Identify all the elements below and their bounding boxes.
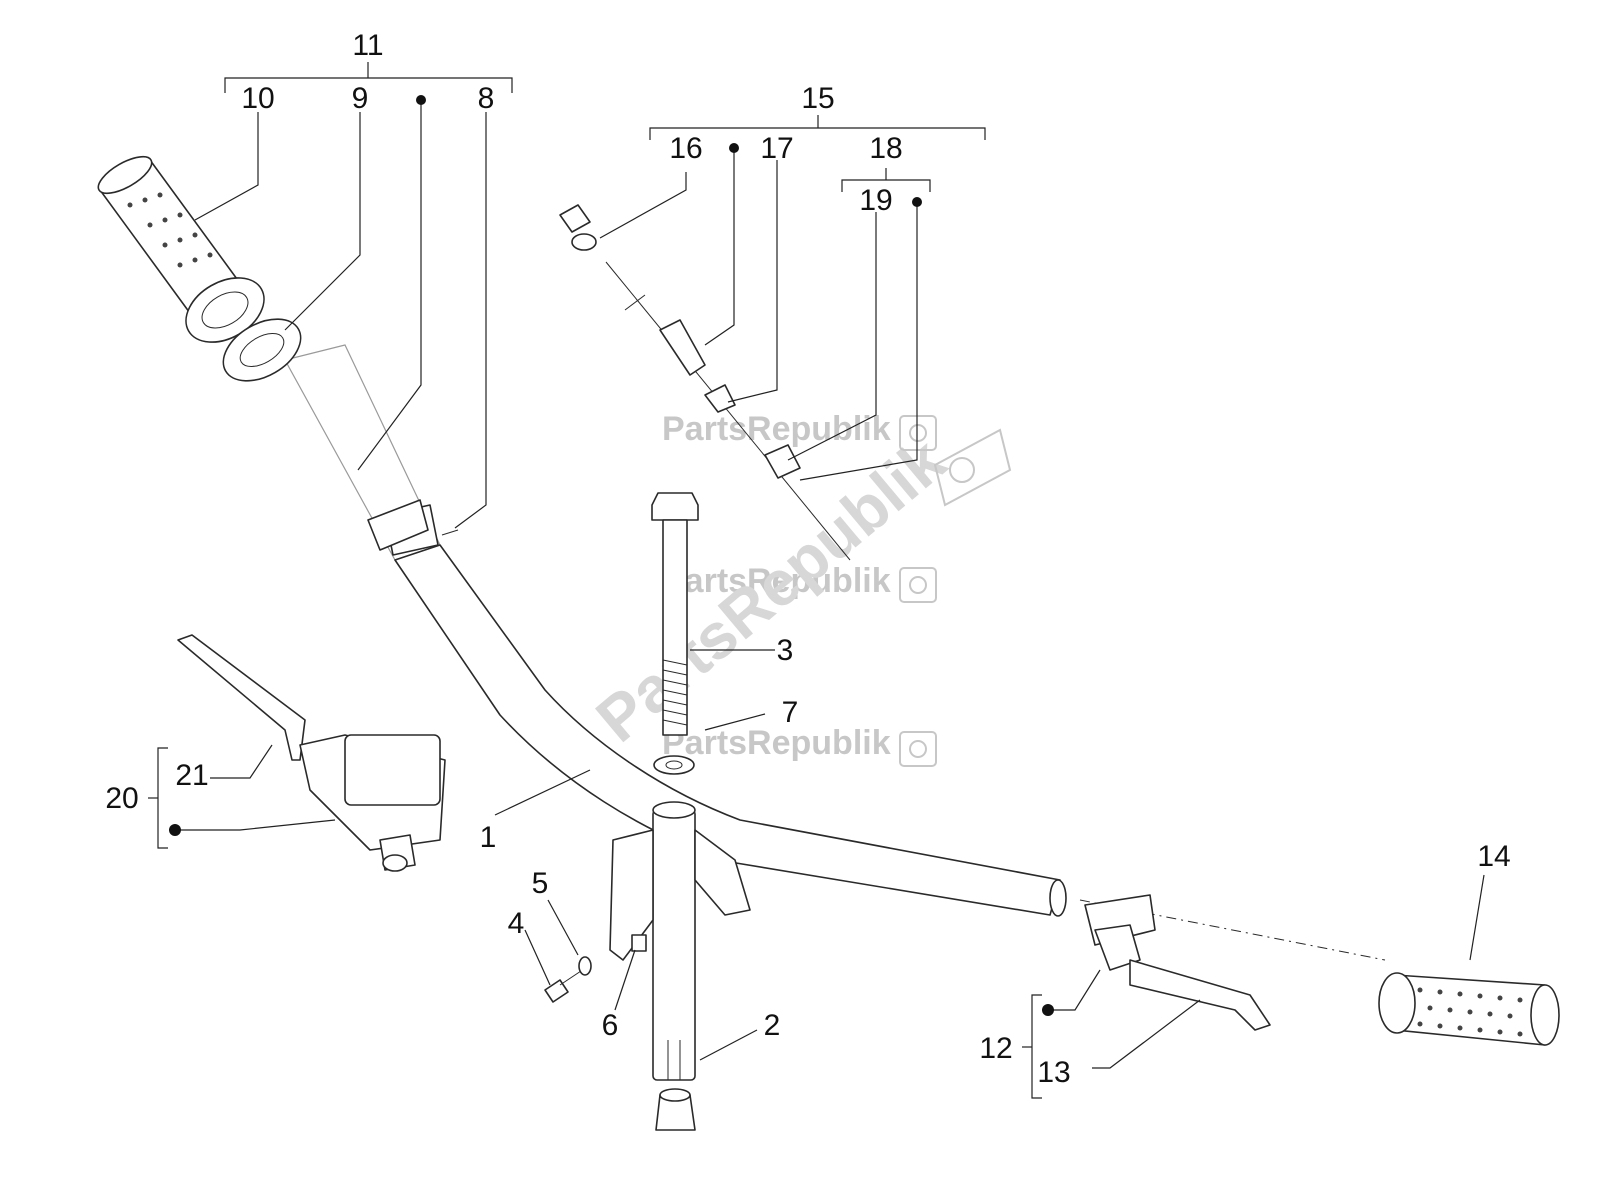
part-labels: 11 10 9 8 15 16 17 18 19 3 7 1 21 20 5 4… <box>105 29 1510 1089</box>
label-16: 16 <box>669 132 702 165</box>
watermark-middle: PartsRepublik <box>662 562 891 600</box>
leader-lines <box>175 100 1485 1069</box>
label-4: 4 <box>508 907 525 940</box>
label-14: 14 <box>1477 840 1510 873</box>
label-20: 20 <box>105 782 138 815</box>
label-7: 7 <box>782 696 799 729</box>
label-15: 15 <box>801 82 834 115</box>
group-brackets <box>148 62 1042 1099</box>
bolt <box>651 492 699 736</box>
watermark-top: PartsRepublik <box>662 410 891 448</box>
end-cap <box>655 1088 696 1131</box>
label-3: 3 <box>777 634 794 667</box>
right-grip <box>1378 972 1560 1046</box>
label-11: 11 <box>352 29 383 62</box>
throttle-housing <box>367 499 429 551</box>
label-17: 17 <box>760 132 793 165</box>
washer <box>653 755 695 775</box>
label-12: 12 <box>979 1032 1012 1065</box>
grip-washer <box>222 318 302 382</box>
label-6: 6 <box>602 1009 619 1042</box>
label-10: 10 <box>241 82 274 115</box>
throttle-cable <box>559 204 851 561</box>
label-2: 2 <box>764 1009 781 1042</box>
label-21: 21 <box>175 759 208 792</box>
left-brake-lever <box>177 634 446 872</box>
bullet-dots <box>169 95 1054 1016</box>
right-brake-lever <box>1084 894 1271 1031</box>
left-grip <box>97 155 265 343</box>
steering-column <box>609 801 751 1081</box>
watermark-diagonal: PartsRepublik <box>583 424 959 756</box>
watermark-bottom: PartsRepublik <box>662 724 891 762</box>
label-9: 9 <box>352 82 369 115</box>
label-1: 1 <box>480 821 497 854</box>
small-washer <box>578 956 592 976</box>
clip <box>631 934 647 952</box>
label-13: 13 <box>1037 1056 1070 1089</box>
watermark-gear-icon <box>899 415 1012 767</box>
label-8: 8 <box>478 82 495 115</box>
label-5: 5 <box>532 867 549 900</box>
small-screw <box>441 529 459 536</box>
label-18: 18 <box>869 132 902 165</box>
label-19: 19 <box>859 184 892 217</box>
